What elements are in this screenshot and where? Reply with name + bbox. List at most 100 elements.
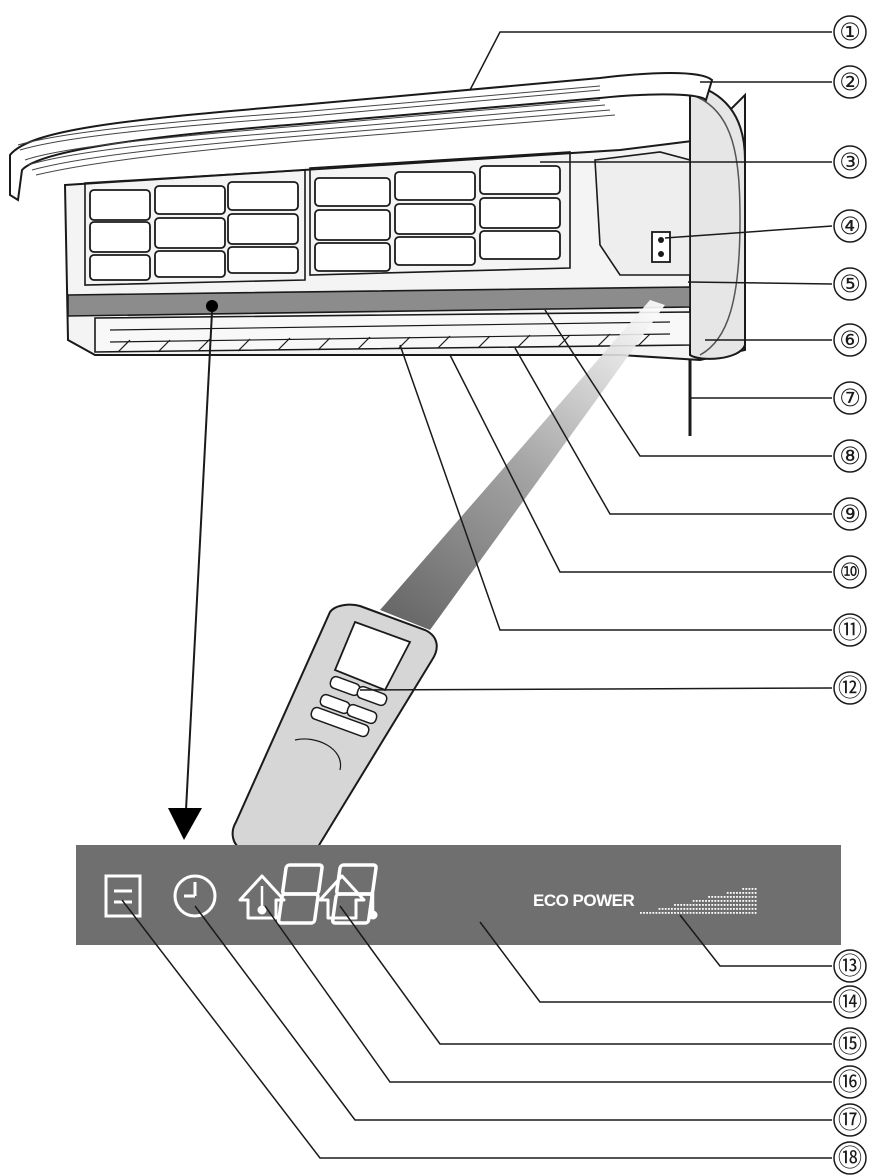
callout-13: ⑬ — [833, 949, 867, 983]
eco-dot — [723, 896, 726, 898]
eco-dot — [705, 908, 707, 910]
eco-dot — [708, 908, 710, 910]
eco-dot — [674, 912, 676, 914]
signal-beam — [380, 300, 665, 630]
eco-dot — [742, 912, 745, 914]
eco-dot — [745, 904, 748, 906]
eco-dot — [726, 908, 729, 910]
callout-14: ⑭ — [833, 985, 867, 1019]
eco-dot — [748, 904, 751, 906]
eco-dot — [720, 908, 723, 910]
eco-dot — [661, 908, 664, 910]
callout-13-label: ⑬ — [838, 952, 862, 980]
eco-power-bar — [640, 888, 757, 914]
eco-dot — [686, 912, 689, 914]
eco-dot — [720, 896, 723, 898]
eco-dot — [671, 912, 673, 914]
eco-dot — [736, 892, 738, 894]
eco-dot — [729, 896, 732, 898]
display-panel: 88 ECO POWER — [76, 845, 841, 945]
eco-dot — [733, 900, 735, 902]
eco-dot — [736, 904, 738, 906]
eco-dot — [674, 904, 676, 906]
eco-dot — [751, 888, 754, 890]
eco-dot — [754, 912, 757, 914]
eco-dot — [683, 912, 686, 914]
eco-dot — [745, 908, 748, 910]
callout-7-label: ⑦ — [839, 384, 861, 412]
eco-dot — [705, 912, 707, 914]
eco-dot — [733, 912, 735, 914]
eco-dot — [692, 912, 695, 914]
eco-dot — [729, 908, 732, 910]
eco-dot — [748, 908, 751, 910]
callout-1-label: ① — [839, 18, 861, 46]
emergency-switch — [651, 231, 671, 263]
eco-dot — [736, 900, 738, 902]
callout-6-label: ⑥ — [839, 326, 861, 354]
eco-dot — [689, 908, 692, 910]
eco-dot — [748, 892, 751, 894]
eco-dot — [742, 904, 745, 906]
indoor-temp-icon — [238, 874, 286, 920]
eco-dot — [708, 904, 710, 906]
eco-dot — [677, 904, 679, 906]
eco-dot — [646, 912, 648, 914]
eco-dot — [726, 900, 729, 902]
callout-8-label: ⑧ — [839, 442, 861, 470]
eco-dot — [649, 912, 652, 914]
eco-dot — [711, 912, 714, 914]
eco-power-label: ECO POWER — [533, 891, 635, 910]
eco-dot — [745, 892, 748, 894]
eco-dot — [698, 912, 701, 914]
zoom-arrow — [168, 311, 213, 840]
eco-dot — [754, 896, 757, 898]
callout-6: ⑥ — [833, 323, 867, 357]
eco-dot — [739, 896, 741, 898]
eco-dot — [739, 912, 741, 914]
callout-12: ⑫ — [833, 671, 867, 705]
eco-dot — [711, 904, 714, 906]
callout-7: ⑦ — [833, 381, 867, 415]
eco-dot — [695, 912, 698, 914]
inner-cover — [594, 151, 691, 276]
eco-dot — [754, 904, 757, 906]
eco-dot — [723, 908, 726, 910]
eco-dot — [733, 896, 735, 898]
eco-dot — [702, 900, 704, 902]
callout-9: ⑨ — [833, 497, 867, 531]
eco-dot — [698, 908, 701, 910]
air-filter-right — [314, 165, 561, 272]
eco-dot — [640, 912, 642, 914]
callout-14-label: ⑭ — [838, 988, 862, 1016]
eco-dot — [680, 904, 683, 906]
eco-dot — [736, 896, 738, 898]
eco-dot — [714, 912, 717, 914]
remote-buttons — [310, 675, 388, 738]
eco-dot — [742, 900, 745, 902]
eco-dot — [686, 908, 689, 910]
eco-dot — [664, 912, 667, 914]
eco-dot — [708, 896, 710, 898]
eco-dot — [748, 888, 751, 890]
eco-dot — [726, 904, 729, 906]
eco-dot — [726, 896, 729, 898]
eco-dot — [736, 908, 738, 910]
eco-dot — [717, 896, 720, 898]
callout-2-label: ② — [839, 68, 861, 96]
callout-18-label: ⑱ — [838, 1144, 862, 1172]
eco-dot — [751, 908, 754, 910]
eco-dot — [702, 908, 704, 910]
eco-dot — [695, 900, 698, 902]
eco-dot — [723, 904, 726, 906]
display-strip — [67, 286, 691, 317]
temperature-digits — [276, 863, 378, 925]
eco-dot — [711, 908, 714, 910]
eco-dot — [708, 912, 710, 914]
eco-dot — [739, 892, 741, 894]
eco-dot — [754, 888, 757, 890]
eco-dot — [729, 900, 732, 902]
callout-3: ③ — [833, 145, 867, 179]
eco-dot — [705, 904, 707, 906]
callout-15: ⑮ — [833, 1027, 867, 1061]
